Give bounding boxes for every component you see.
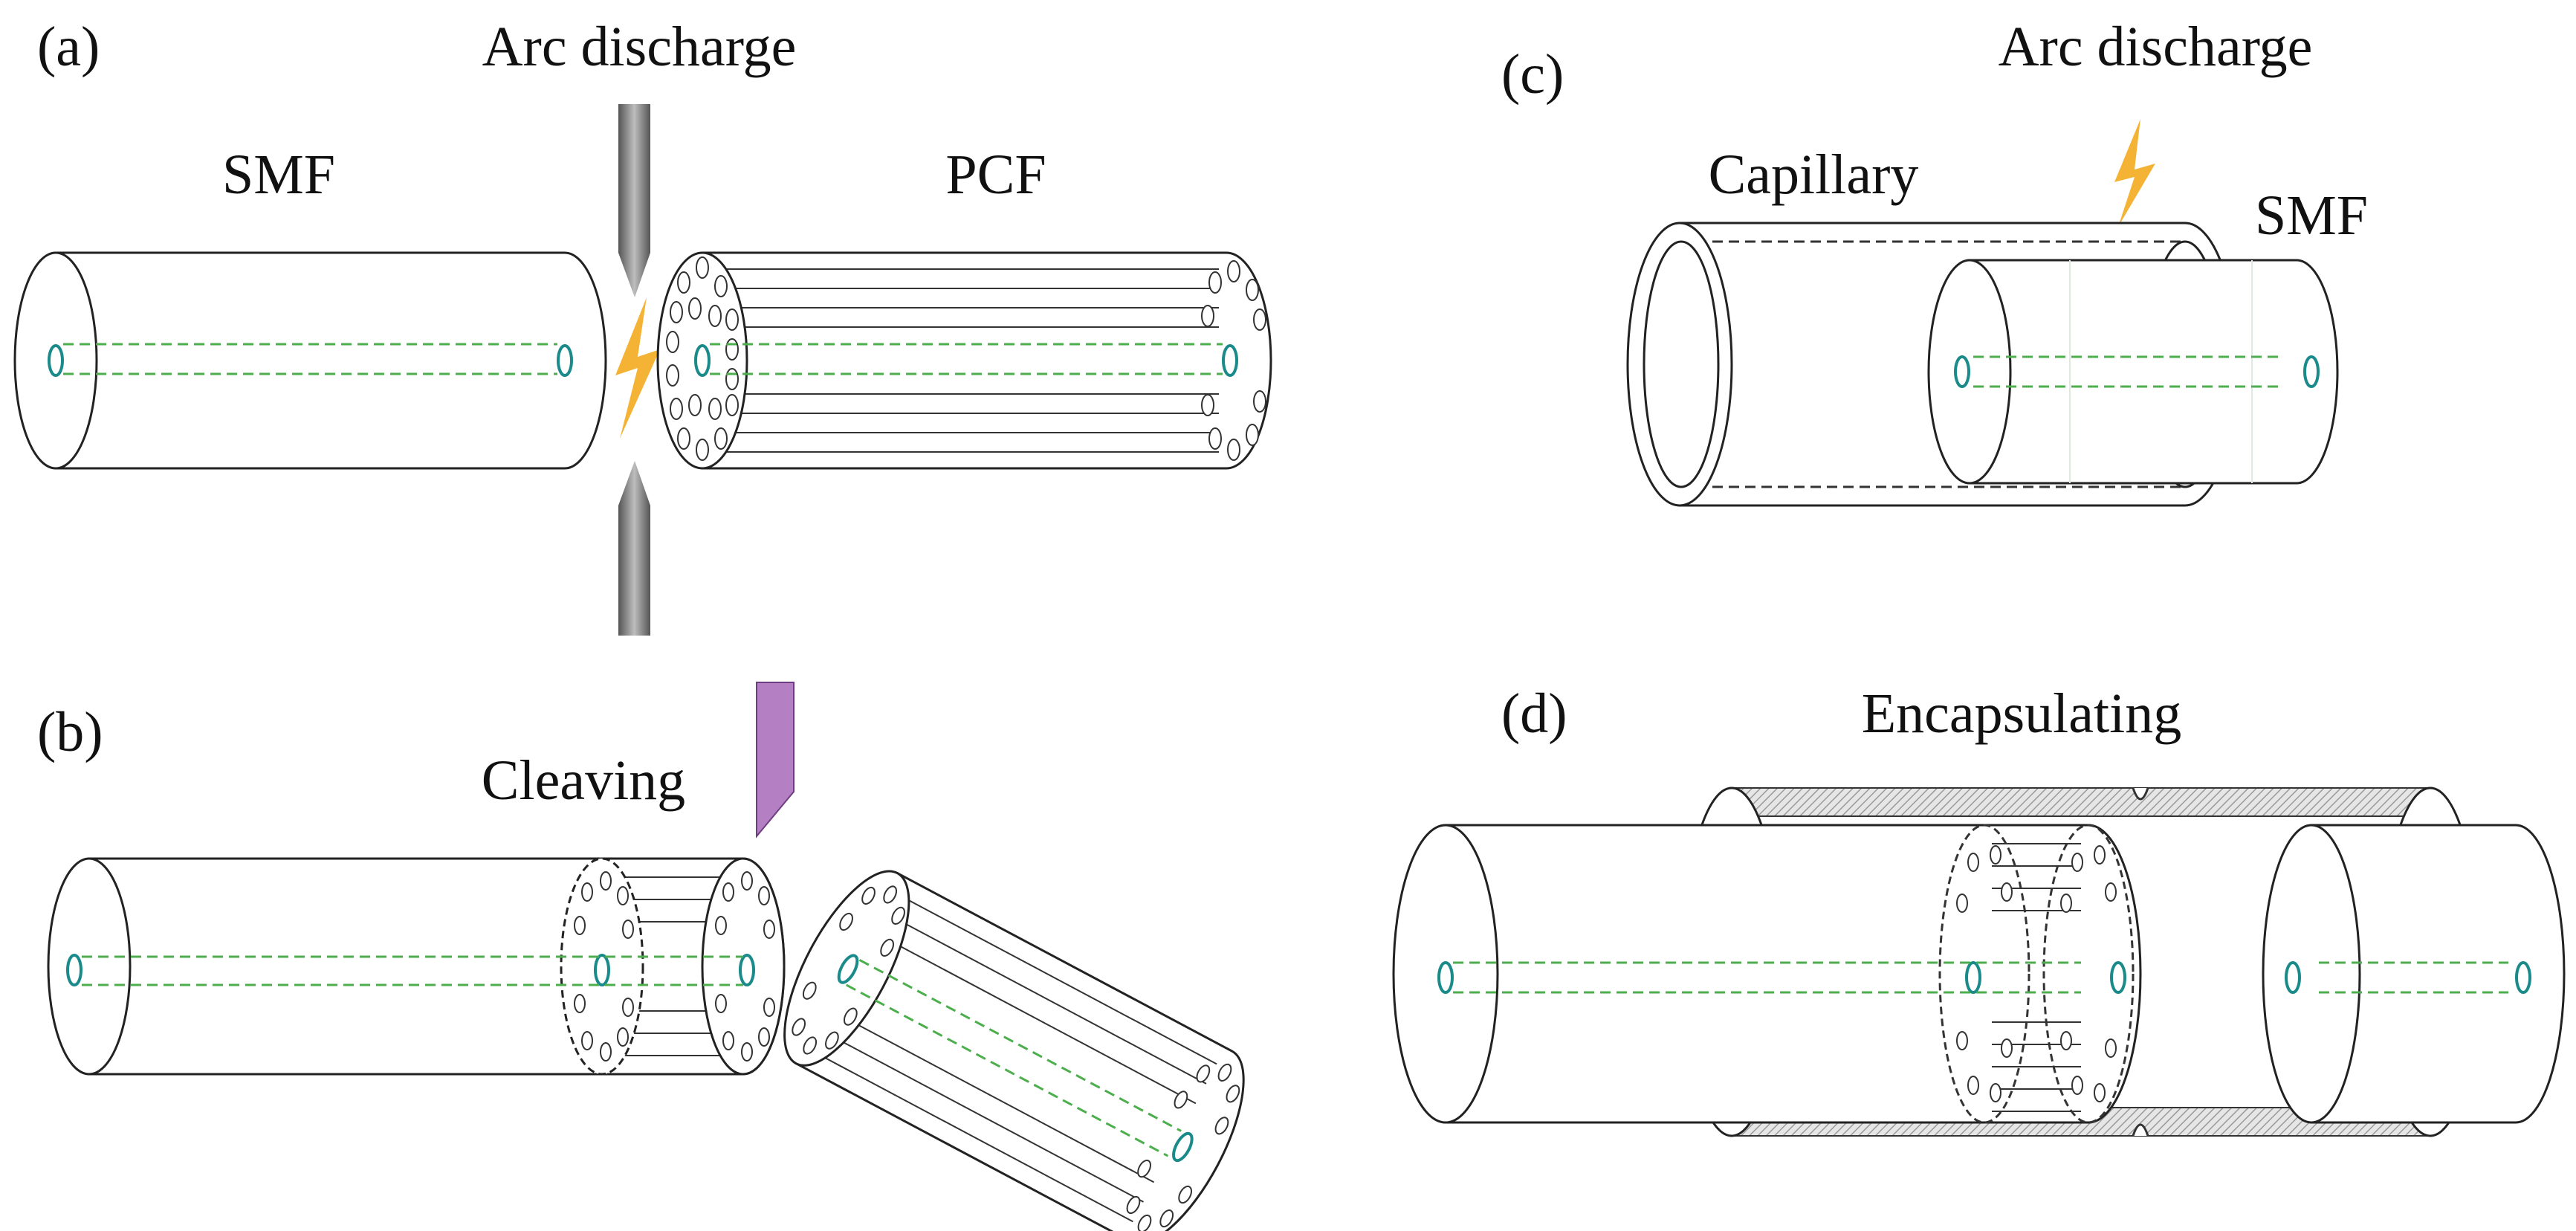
panel-d-process-label: Encapsulating — [1862, 682, 2182, 745]
arc-electrodes — [615, 104, 660, 636]
spliced-fiber-left — [47, 857, 786, 1076]
cleaver-blade-icon — [756, 682, 795, 839]
pcf-core-end — [1222, 344, 1238, 377]
panel-c: (c) Arc discharge Capillary SMF — [1501, 16, 2368, 507]
smf-fiber — [13, 251, 607, 470]
pcf-label: PCF — [945, 143, 1046, 206]
pcf-core-start — [694, 344, 711, 377]
panel-c-process-label: Arc discharge — [1999, 16, 2313, 78]
smf-core-end — [557, 344, 573, 377]
spliced-fiber-d-left — [1392, 824, 2142, 1124]
smf-fiber-d-right — [2262, 824, 2566, 1124]
panel-a-tag: (a) — [37, 16, 100, 78]
smf-core-start — [48, 344, 64, 377]
panel-a: (a) Arc discharge SMF PCF — [13, 16, 1272, 636]
panel-d: (d) Encapsulating — [1392, 682, 2566, 1137]
panel-c-tag: (c) — [1501, 43, 1564, 106]
panel-b-tag: (b) — [37, 701, 103, 763]
panel-b: (b) Cleaving — [37, 682, 1245, 1231]
lightning-bolt-icon — [615, 297, 660, 439]
capillary-label: Capillary — [1709, 143, 1919, 206]
smf-label-c: SMF — [2255, 184, 2368, 247]
pcf-air-holes-start — [666, 256, 739, 461]
panel-d-tag: (d) — [1501, 682, 1567, 745]
panel-b-process-label: Cleaving — [482, 749, 685, 812]
upper-electrode — [618, 104, 650, 297]
panel-a-process-label: Arc discharge — [482, 16, 797, 78]
pcf-air-holes-end — [1201, 260, 1266, 461]
smf-fiber-c — [1927, 259, 2339, 485]
lower-electrode — [618, 461, 650, 636]
lightning-bolt-icon — [2114, 119, 2155, 227]
cleaved-pcf-piece — [783, 870, 1245, 1231]
pcf-fiber — [656, 251, 1272, 470]
smf-label: SMF — [222, 143, 335, 206]
